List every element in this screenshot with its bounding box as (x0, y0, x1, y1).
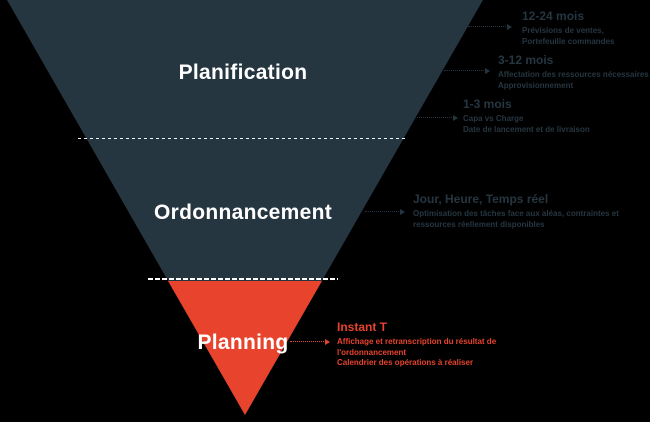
funnel-section-label-planification: Planification (178, 61, 308, 84)
annotation-1-3-mois: 1-3 mois Capa vs Charge Date de lancemen… (463, 98, 590, 135)
annotation-line: Approvisionnement (498, 80, 574, 90)
annotation-line: Prévisions de ventes, (522, 26, 604, 35)
annotation-line: ressources réellement disponibles (413, 219, 545, 229)
annotation-line: Capa vs Charge (463, 114, 524, 123)
separator-ordonnancement-planning (148, 278, 338, 280)
dotted-arrow-jour-heure (365, 208, 405, 215)
annotation-12-24-mois: 12-24 mois Prévisions de ventes, Portefe… (522, 10, 614, 47)
dotted-arrow-1-3-mois (417, 114, 458, 121)
funnel-section-label-planning: Planning (197, 331, 289, 354)
annotation-title: Jour, Heure, Temps réel (413, 192, 549, 206)
annotation-line: Calendrier des opérations à réaliser (337, 358, 474, 367)
annotation-jour-heure-temps-reel: Jour, Heure, Temps réel Optimisation des… (413, 193, 619, 230)
annotation-instant-t: Instant T Affichage et retranscription d… (337, 321, 496, 369)
dotted-arrow-12-24-mois (468, 23, 512, 30)
annotation-line: Affectation des ressources nécessaires (498, 70, 649, 79)
annotation-title: 1-3 mois (463, 97, 512, 111)
annotation-title: 3-12 mois (498, 53, 554, 67)
annotation-line: Date de lancement et de livraison (463, 124, 590, 134)
dotted-arrow-3-12-mois (444, 67, 490, 74)
annotation-line: Affichage et retranscription du résultat… (337, 337, 497, 346)
annotation-title: Instant T (337, 320, 387, 334)
dotted-arrow-instant-t (290, 338, 330, 345)
funnel-section-label-ordonnancement: Ordonnancement (153, 201, 333, 224)
annotation-line: Optimisation des tâches face aux aléas, … (413, 209, 619, 218)
separator-planification-ordonnancement (78, 138, 408, 139)
annotation-3-12-mois: 3-12 mois Affectation des ressources néc… (498, 54, 649, 91)
annotation-line: l'ordonnancement (337, 347, 407, 357)
annotation-line: Portefeuille commandes (522, 36, 615, 46)
annotation-title: 12-24 mois (522, 9, 585, 23)
